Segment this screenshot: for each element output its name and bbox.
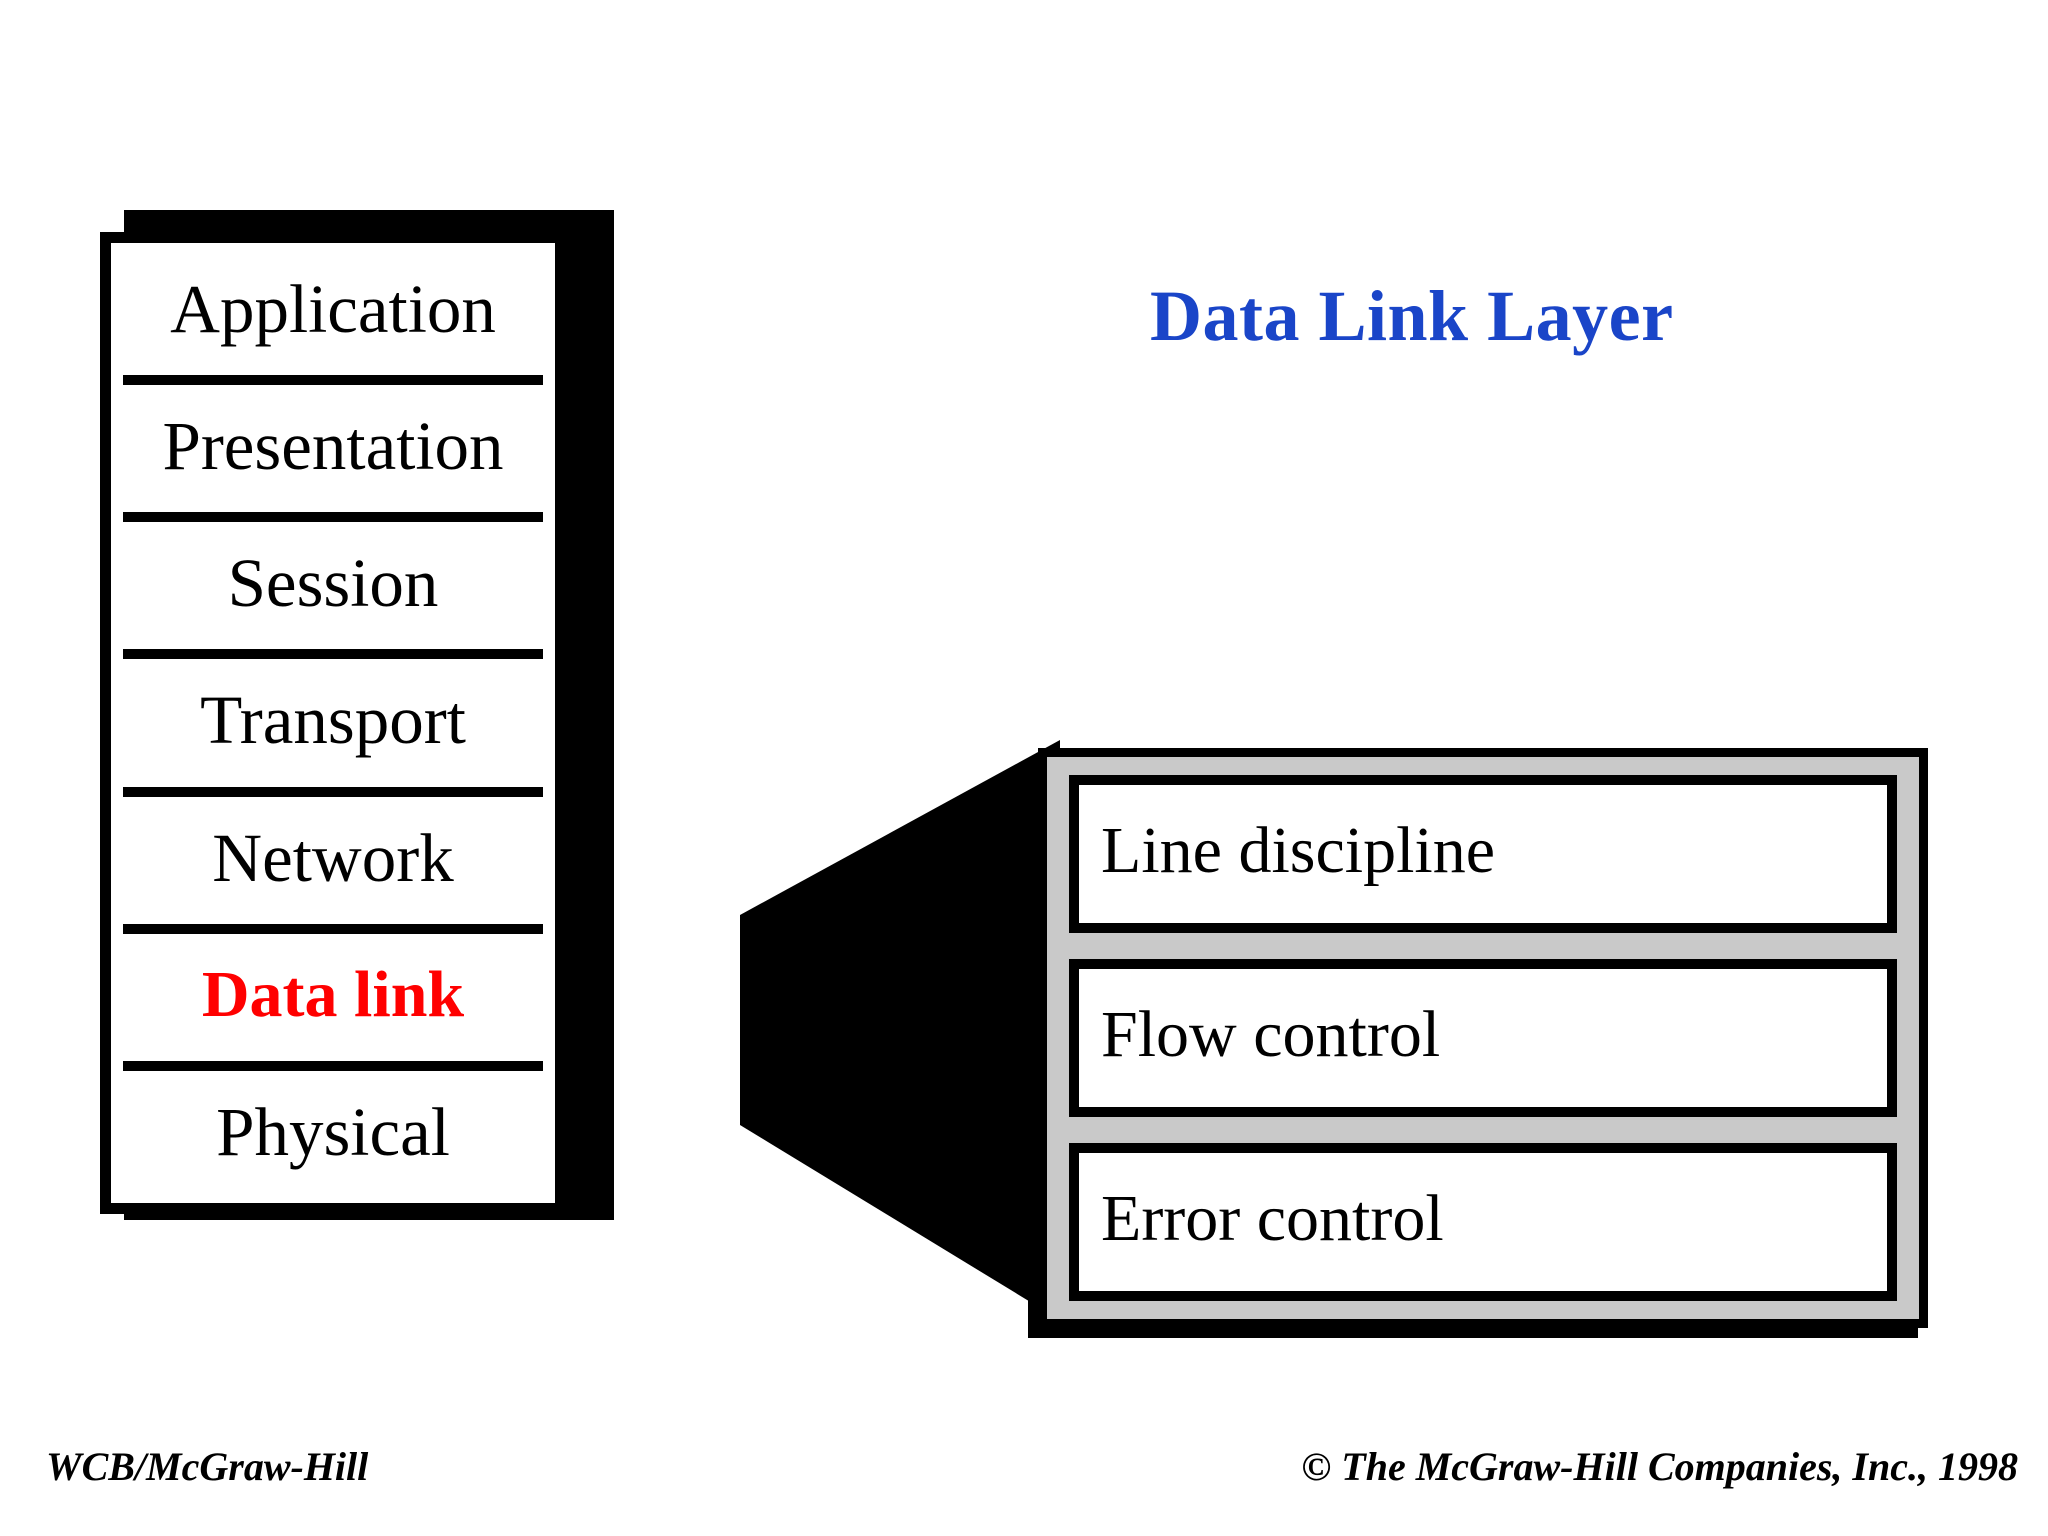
footer-copyright: © The McGraw-Hill Companies, Inc., 1998 (1301, 1444, 2018, 1489)
osi-layer-label: Transport (200, 682, 466, 759)
detail-item-flow-control[interactable]: Flow control (1069, 959, 1897, 1117)
expansion-funnel-icon (740, 740, 1060, 1320)
osi-layer-label: Session (227, 545, 439, 622)
osi-layer-application[interactable]: Application (111, 243, 555, 380)
osi-layer-label: Network (212, 819, 454, 896)
osi-layer-physical[interactable]: Physical (111, 1060, 555, 1203)
page-title: Data Link Layer (1150, 276, 1674, 356)
osi-layer-label: Presentation (162, 408, 504, 485)
detail-panel-wrap: Line discipline Flow control Error contr… (1028, 748, 1928, 1338)
osi-stack: Application Presentation Session Transpo… (100, 210, 614, 1220)
osi-layer-session[interactable]: Session (111, 512, 555, 654)
osi-layer-label: Physical (216, 1093, 450, 1170)
detail-item-label: Flow control (1101, 998, 1441, 1071)
detail-item-label: Line discipline (1101, 814, 1496, 887)
detail-panel: Line discipline Flow control Error contr… (1038, 748, 1928, 1328)
osi-layer-label: Application (170, 271, 496, 348)
footer-publisher: WCB/McGraw-Hill (46, 1444, 369, 1489)
osi-layer-network[interactable]: Network (111, 786, 555, 929)
detail-item-line-discipline[interactable]: Line discipline (1069, 775, 1897, 933)
osi-stack-box: Application Presentation Session Transpo… (100, 232, 566, 1214)
osi-layer-data-link[interactable]: Data link (111, 923, 555, 1066)
osi-layer-presentation[interactable]: Presentation (111, 375, 555, 517)
osi-layer-label-highlighted: Data link (201, 958, 465, 1032)
detail-item-error-control[interactable]: Error control (1069, 1143, 1897, 1301)
detail-item-label: Error control (1101, 1182, 1444, 1255)
osi-layer-transport[interactable]: Transport (111, 649, 555, 791)
